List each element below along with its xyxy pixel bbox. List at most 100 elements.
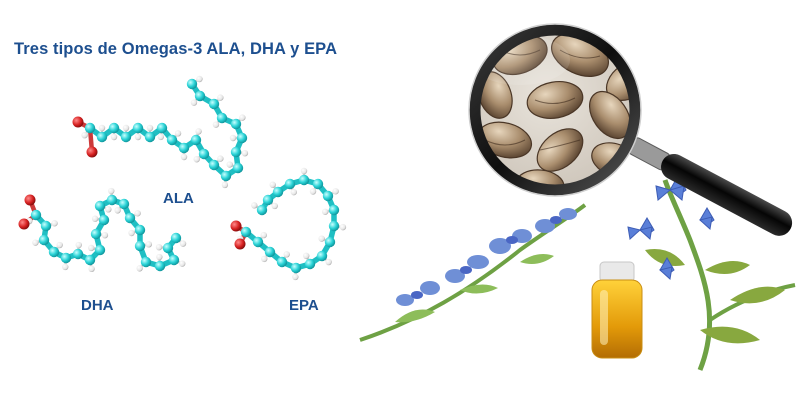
epa-carbon-atom: [264, 246, 276, 258]
dha-hydrogen-atom: [134, 210, 141, 217]
epa-molecule: [230, 167, 347, 281]
dha-hydrogen-atom: [136, 265, 143, 272]
ala-carbon-atom: [120, 131, 132, 143]
epa-carbon-atom: [322, 190, 334, 202]
ala-carbon-atom: [208, 98, 220, 110]
ala-carbon-atom: [190, 134, 202, 146]
epa-carbon-atom: [328, 204, 340, 216]
ala-hydrogen-atom: [174, 130, 182, 137]
ala-carbon-atom: [144, 131, 156, 143]
epa-carbon-atom: [290, 262, 302, 274]
epa-carbon-atom: [276, 256, 288, 268]
dha-carbon-atom: [162, 242, 174, 254]
epa-carbon-atom: [328, 220, 340, 232]
ala-carbon-atom: [230, 146, 242, 158]
dha-hydrogen-atom: [88, 244, 95, 252]
dha-carbon-atom: [38, 234, 50, 246]
ala-oxygen-atom: [86, 146, 98, 158]
dha-carbon-atom: [124, 212, 136, 224]
epa-carbon-atom: [284, 178, 296, 190]
ala-carbon-atom: [186, 78, 198, 90]
ala-carbon-atom: [216, 112, 228, 124]
dha-carbon-atom: [30, 209, 42, 221]
ala-carbon-atom: [84, 122, 96, 134]
dha-carbon-atom: [48, 246, 60, 258]
epa-carbon-atom: [256, 204, 268, 216]
ala-molecule: [72, 75, 249, 189]
dha-hydrogen-atom: [128, 229, 135, 237]
ala-hydrogen-atom: [98, 124, 106, 132]
ala-carbon-atom: [230, 118, 242, 130]
ala-carbon-atom: [178, 142, 190, 154]
ala-hydrogen-atom: [217, 155, 224, 162]
epa-carbon-atom: [316, 250, 328, 262]
ala-hydrogen-atom: [221, 181, 229, 189]
dha-hydrogen-atom: [114, 207, 121, 214]
ala-hydrogen-atom: [146, 124, 154, 132]
dha-carbon-atom: [98, 214, 110, 226]
ala-carbon-atom: [108, 122, 120, 134]
epa-label: EPA: [289, 297, 319, 314]
dha-carbon-atom: [140, 256, 152, 268]
epa-carbon-atom: [272, 186, 284, 198]
dha-hydrogen-atom: [56, 241, 63, 249]
epa-carbon-atom: [298, 174, 310, 186]
ala-hydrogen-atom: [195, 128, 202, 135]
ala-hydrogen-atom: [217, 94, 224, 101]
epa-hydrogen-atom: [321, 208, 329, 215]
ala-carbon-atom: [208, 159, 220, 171]
dha-carbon-atom: [106, 194, 118, 206]
epa-hydrogen-atom: [292, 273, 299, 281]
dha-carbon-atom: [134, 224, 146, 236]
ala-carbon-atom: [96, 131, 108, 143]
ala-hydrogen-atom: [180, 153, 188, 161]
dha-carbon-atom: [118, 198, 130, 210]
ala-hydrogen-atom: [239, 114, 246, 121]
epa-oxygen-atom: [230, 220, 242, 232]
epa-hydrogen-atom: [318, 235, 325, 242]
dha-hydrogen-atom: [88, 265, 95, 273]
epa-hydrogen-atom: [261, 255, 268, 263]
dha-carbon-atom: [60, 252, 72, 264]
dha-hydrogen-atom: [51, 220, 58, 227]
ala-hydrogen-atom: [110, 133, 118, 141]
ala-hydrogen-atom: [226, 161, 233, 168]
page-title: Tres tipos de Omegas-3 ALA, DHA y EPA: [14, 40, 338, 58]
dha-hydrogen-atom: [105, 206, 112, 213]
epa-carbon-atom: [324, 236, 336, 248]
ala-carbon-atom: [166, 134, 178, 146]
ala-carbon-atom: [132, 122, 144, 134]
epa-carbon-atom: [312, 178, 324, 190]
ala-carbon-atom: [198, 148, 210, 160]
dha-carbon-atom: [40, 220, 52, 232]
dha-carbon-atom: [90, 228, 102, 240]
dha-carbon-atom: [94, 244, 106, 256]
epa-hydrogen-atom: [251, 202, 258, 209]
ala-oxygen-atom: [72, 116, 84, 128]
epa-hydrogen-atom: [260, 231, 267, 239]
epa-hydrogen-atom: [332, 188, 339, 195]
epa-hydrogen-atom: [290, 188, 297, 196]
ala-carbon-atom: [156, 122, 168, 134]
dha-carbon-atom: [94, 200, 106, 212]
ala-hydrogen-atom: [81, 132, 88, 139]
ala-hydrogen-atom: [157, 133, 164, 141]
epa-hydrogen-atom: [339, 223, 347, 231]
epa-hydrogen-atom: [309, 188, 317, 195]
magnifying-glass-icon: [468, 23, 793, 236]
dha-carbon-atom: [134, 240, 146, 252]
ala-hydrogen-atom: [212, 121, 220, 128]
epa-carbon-atom: [262, 194, 274, 206]
dha-oxygen-atom: [18, 218, 30, 230]
ala-hydrogen-atom: [122, 124, 130, 132]
ala-label: ALA: [163, 190, 194, 207]
dha-hydrogen-atom: [155, 243, 163, 251]
dha-hydrogen-atom: [179, 260, 186, 267]
dha-hydrogen-atom: [62, 263, 69, 271]
epa-oxygen-atom: [234, 238, 246, 250]
dha-hydrogen-atom: [179, 240, 187, 247]
ala-carbon-atom: [236, 132, 248, 144]
ala-hydrogen-atom: [229, 134, 237, 142]
